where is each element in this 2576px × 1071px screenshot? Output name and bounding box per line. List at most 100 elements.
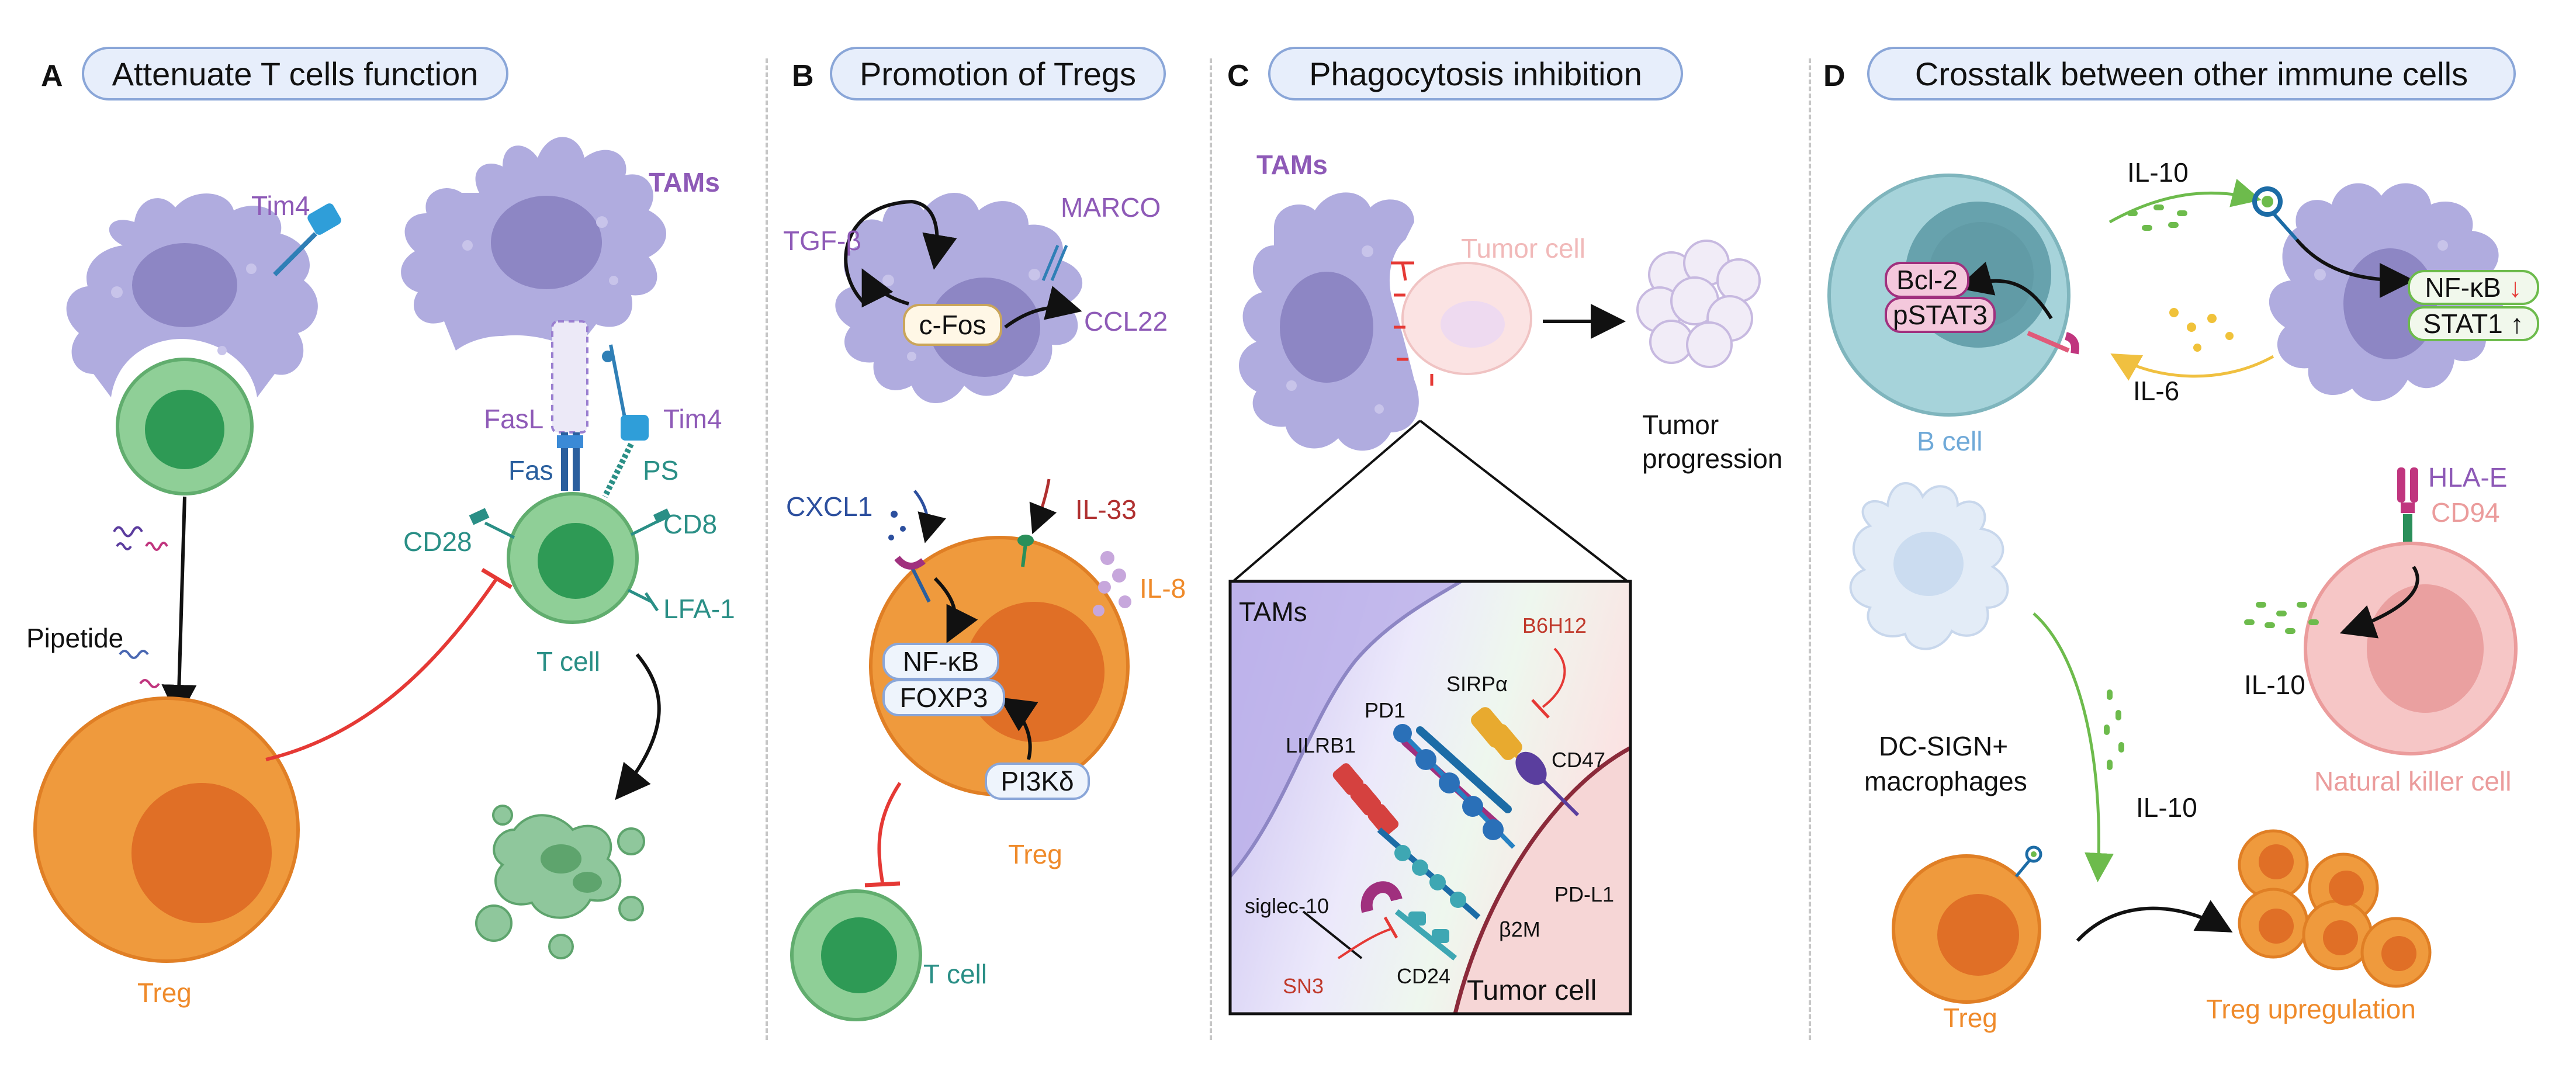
tumor-cluster-icon: [1636, 240, 1761, 368]
label-pdl1: PD-L1: [1554, 882, 1615, 906]
arrow-to-nfkb: [933, 577, 978, 643]
receptor-il33-icon: [1017, 535, 1034, 567]
label-tumor-cell: Tumor cell: [1461, 233, 1585, 264]
inhibit-marks-c: [1391, 261, 1434, 386]
fasl-box: [551, 320, 588, 434]
label-tim4-right: Tim4: [663, 404, 722, 434]
panel-title: Phagocytosis inhibition: [1268, 47, 1683, 100]
t-cell-a-bound: [116, 358, 254, 495]
cxcl1-dots: [888, 511, 906, 540]
arrow-to-apoptosis: [615, 653, 661, 800]
label-sirpa: SIRPα: [1446, 672, 1508, 696]
label-cd47: CD47: [1552, 748, 1606, 772]
arrow-treg-upregulation: [2076, 900, 2233, 942]
label-cd94: CD94: [2431, 497, 2500, 528]
stat1-box: STAT1 ↑: [2408, 306, 2539, 341]
label-pipetide: Pipetide: [26, 623, 124, 653]
apoptotic-cell-fragments: [475, 805, 645, 959]
arrow-nk-il10: [2339, 566, 2419, 639]
label-b2m: β2M: [1499, 917, 1540, 941]
label-b6h12: B6H12: [1522, 614, 1587, 637]
panel-title: Promotion of Tregs: [830, 47, 1166, 100]
label-sn3: SN3: [1283, 974, 1324, 998]
label-ccl22: CCL22: [1084, 306, 1168, 337]
nfkb-d-box: NF-κB ↓: [2408, 270, 2539, 305]
label-dc-sign-1: DC-SIGN+: [1879, 731, 2009, 761]
arrow-il33: [1029, 479, 1057, 535]
inhibit-treg-to-tcell: [265, 577, 498, 761]
il8-dots: [1093, 551, 1131, 616]
arrow-il6: [2110, 353, 2274, 381]
label-tim4-top: Tim4: [251, 190, 310, 221]
pipetide-peptides: [113, 526, 168, 712]
label-lilrb1: LILRB1: [1286, 733, 1356, 757]
divider-ab: [766, 58, 768, 1040]
panel-title: Crosstalk between other immune cells: [1867, 47, 2516, 100]
label-siglec10: siglec-10: [1245, 894, 1329, 918]
label-t-cell-b: T cell: [923, 959, 988, 989]
bcl2-box: Bcl-2: [1885, 262, 1969, 298]
cfos-box: c-Fos: [903, 304, 1002, 346]
inhibit-b6h12: [1542, 647, 1566, 708]
stat1-up-arrow: ↑: [2510, 309, 2524, 339]
macrophage-a-left: [66, 193, 318, 397]
arrow-to-nfkb-d: [2295, 238, 2415, 298]
inset-border: [1228, 580, 1632, 1015]
tim4-ps-icon: [602, 344, 649, 498]
label-cd28: CD28: [403, 526, 472, 557]
label-il33: IL-33: [1075, 494, 1137, 525]
hla-e-cd94-icon: [2397, 467, 2418, 546]
tumor-cell-c: [1401, 262, 1532, 375]
marco-receptor-icon: [1041, 245, 1068, 281]
label-fas: Fas: [508, 455, 553, 486]
il10-dots-mac: [2104, 689, 2124, 770]
nfkb-d-label: NF-κB: [2425, 272, 2501, 303]
label-inset-tams: TAMs: [1239, 597, 1307, 627]
inhibit-sn3: [1337, 928, 1391, 959]
zoom-line-left: [1232, 420, 1421, 583]
panel-letter: C: [1227, 59, 1249, 93]
nfkb-box: NF-κB: [882, 643, 999, 680]
label-tams-c: TAMs: [1256, 150, 1328, 180]
il6-receptor-icon: [2027, 331, 2079, 355]
nk-cell: [2304, 542, 2518, 755]
label-cd24: CD24: [1397, 964, 1451, 988]
arrow-tcell-to-treg: [161, 496, 197, 720]
panel-letter: B: [792, 59, 814, 93]
nfkb-down-arrow: ↓: [2508, 272, 2522, 303]
treg-cluster: [2238, 829, 2432, 988]
label-treg-upregulation: Treg upregulation: [2206, 994, 2416, 1024]
macrophage-c: [1239, 192, 1419, 451]
label-tumor-progression-1: Tumor: [1642, 410, 1719, 440]
label-tumor-progression-2: progression: [1642, 443, 1783, 474]
arrow-pi3k-to-foxp3: [999, 697, 1038, 760]
treg-a: [33, 696, 300, 963]
label-pd1: PD1: [1365, 698, 1406, 722]
label-il10-mac: IL-10: [2136, 792, 2197, 823]
label-marco: MARCO: [1061, 192, 1161, 223]
label-cd8: CD8: [663, 509, 718, 539]
stat1-label: STAT1: [2423, 309, 2503, 339]
label-il10-nk: IL-10: [2244, 670, 2305, 700]
il10-receptor-icon: [2252, 186, 2298, 241]
inhibit-treg-b: [877, 782, 902, 883]
divider-cd: [1809, 58, 1811, 1040]
macrophage-tams-a: [401, 137, 666, 351]
panel-letter: D: [1823, 59, 1846, 93]
pstat3-box: pSTAT3: [1885, 297, 1996, 333]
label-dc-sign-2: macrophages: [1864, 766, 2027, 796]
label-b-cell: B cell: [1917, 426, 1983, 456]
il10-dots-top: [2127, 205, 2187, 231]
label-treg-b: Treg: [1008, 839, 1062, 869]
zoom-line-right: [1419, 420, 1629, 583]
arrow-il10-mac: [2033, 612, 2114, 882]
panel-letter: A: [41, 59, 63, 93]
t-cell-b: [790, 889, 922, 1021]
arrow-cfos-to-ccl22: [1004, 286, 1082, 329]
fas-receptor-icon: [557, 432, 583, 491]
panel-title: Attenuate T cells function: [82, 47, 508, 100]
foxp3-box: FOXP3: [882, 679, 1005, 716]
arrow-cfos-to-tgfb: [861, 268, 909, 308]
label-inset-tumor-cell: Tumor cell: [1467, 975, 1597, 1006]
